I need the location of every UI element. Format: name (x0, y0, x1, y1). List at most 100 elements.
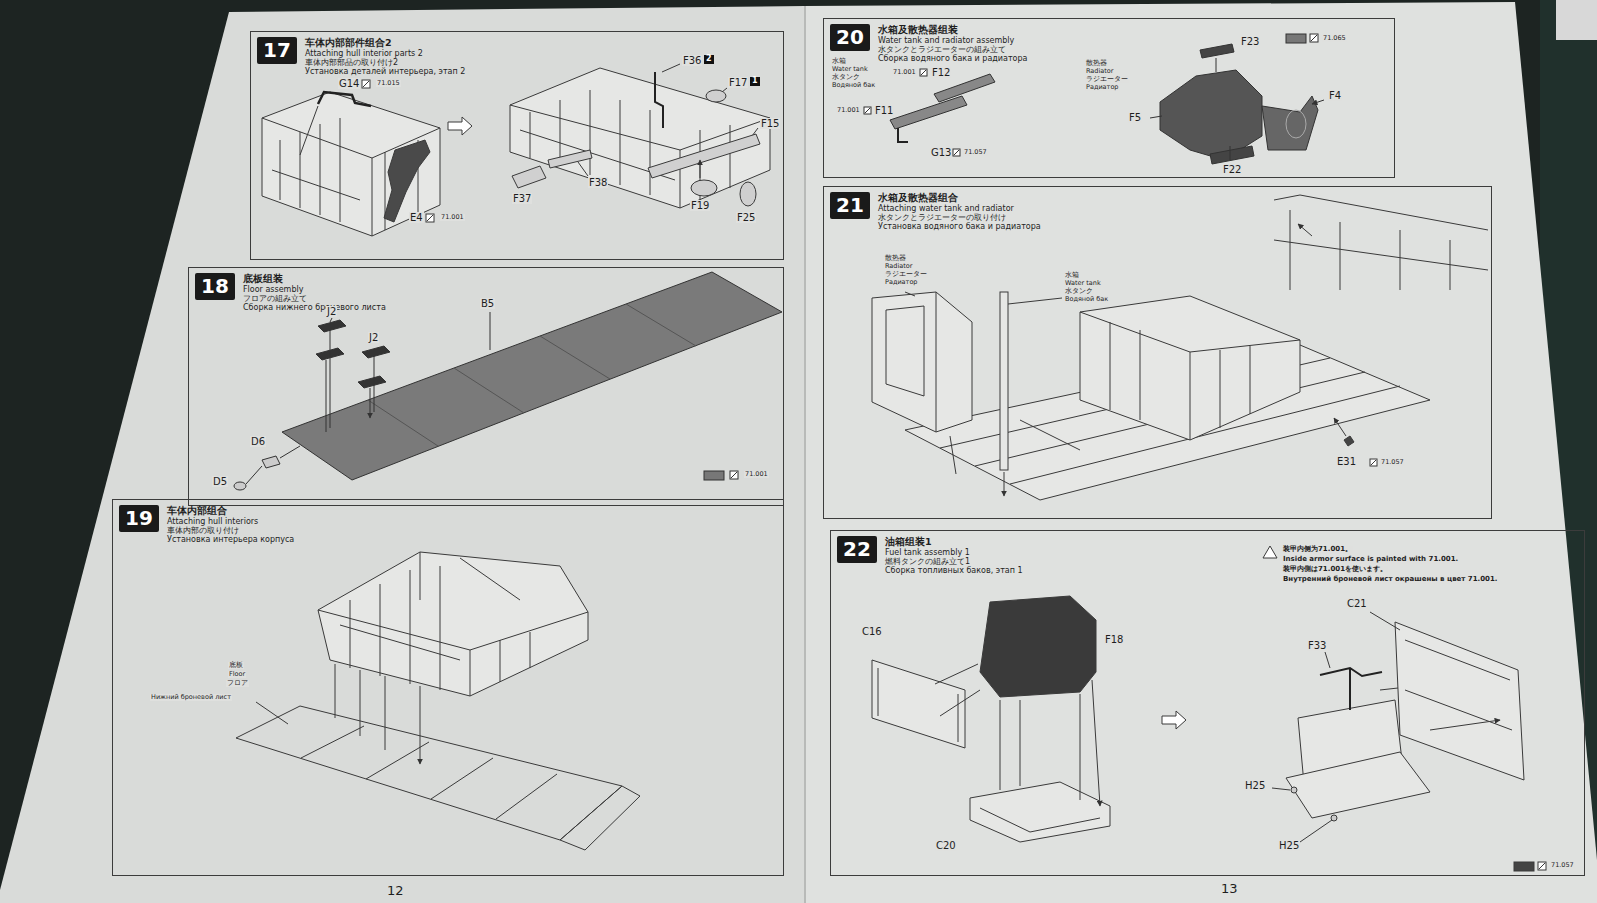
part-number: C16 (861, 626, 883, 637)
step-title-line: Water tank and radiator assembly (878, 36, 1028, 45)
step-title-line: Fuel tank assembly 1 (885, 548, 1023, 557)
part-number: F36 (682, 55, 702, 66)
part-name: Water tank (1064, 280, 1102, 287)
step-number: 19 (119, 505, 159, 532)
part-name: Radiator (884, 263, 913, 270)
count-badge: 2 (704, 55, 714, 64)
part-number: J2 (326, 306, 337, 317)
step-title-line: 水タンクとラジエーターの組み立て (878, 45, 1028, 54)
part-name: Water tank (831, 66, 869, 73)
step-title-line: Attaching hull interior parts 2 (305, 49, 465, 58)
part-number: F38 (588, 177, 608, 188)
part-number: E31 (1336, 456, 1357, 467)
step-title-line: Attaching hull interiors (167, 517, 294, 526)
part-name: Радиатор (1085, 84, 1120, 91)
part-name: 水タンク (831, 74, 861, 81)
step-title-line: Attaching water tank and radiator (878, 204, 1041, 213)
paint-code: 71.057 (963, 149, 988, 156)
part-number: G14 (338, 78, 360, 89)
part-number: F22 (1222, 164, 1242, 175)
step-title-line: 水箱及散热器组装 (878, 25, 1028, 36)
part-number: F11 (874, 105, 894, 116)
step-title: 水箱及散热器组装Water tank and radiator assembly… (878, 25, 1028, 63)
part-name: Водяной бак (1064, 296, 1109, 303)
part-number: F12 (931, 67, 951, 78)
part-number: F4 (1328, 90, 1342, 101)
part-name: 散热器 (884, 255, 907, 262)
step-number: 21 (830, 192, 870, 219)
part-name: 水箱 (831, 58, 847, 65)
step-title-line: 車体内部部品の取り付け2 (305, 58, 465, 67)
part-number: F17 (728, 77, 748, 88)
part-number: J2 (368, 332, 379, 343)
step-title-line: 水タンクとラジエーターの取り付け (878, 213, 1041, 222)
page-number: 12 (386, 884, 405, 898)
part-number: C21 (1346, 598, 1368, 609)
paint-code: 71.001 (836, 107, 861, 114)
step-title: 车体内部组合Attaching hull interiors車体内部の取り付けУ… (167, 506, 294, 544)
page-number: 13 (1220, 882, 1239, 896)
part-name: 水箱 (1064, 272, 1080, 279)
part-number: G13 (930, 147, 952, 158)
paint-code: 71.015 (376, 80, 401, 87)
part-number: F33 (1307, 640, 1327, 651)
part-number: F23 (1240, 36, 1260, 47)
note-text: 装甲内侧为71.001。 (1282, 546, 1353, 554)
part-number: F5 (1128, 112, 1142, 123)
part-number: B5 (480, 298, 495, 309)
step-number-text: 17 (263, 38, 291, 62)
step-title-line: フロアの組み立て (243, 294, 386, 303)
part-number: F18 (1104, 634, 1124, 645)
step-title-line: 車体内部の取り付け (167, 526, 294, 535)
part-name: 散热器 (1085, 60, 1108, 67)
part-number: F37 (512, 193, 532, 204)
part-name: Водяной бак (831, 82, 876, 89)
step-panel: 水箱及散热器组合Attaching water tank and radiato… (823, 186, 1492, 519)
note-text: Внутренний броневой лист окрашены в цвет… (1282, 576, 1499, 584)
part-name: フロア (226, 680, 249, 687)
step-title: 车体内部部件组合2Attaching hull interior parts 2… (305, 38, 465, 76)
step-number: 18 (195, 273, 235, 300)
step-number-text: 20 (836, 25, 864, 49)
part-name: 水タンク (1064, 288, 1094, 295)
part-number: H25 (1244, 780, 1266, 791)
step-title-line: 车体内部组合 (167, 506, 294, 517)
step-title-line: Установка водяного бака и радиатора (878, 222, 1041, 231)
step-title-line: Floor assembly (243, 285, 386, 294)
count-badge: 1 (750, 77, 760, 86)
part-number: E4 (409, 212, 424, 223)
step-panel: 车体内部组合Attaching hull interiors車体内部の取り付けУ… (112, 499, 784, 876)
step-title-line: 油箱组装1 (885, 537, 1023, 548)
step-number: 20 (830, 24, 870, 51)
paint-code: 71.057 (1380, 459, 1405, 466)
part-name: Радиатор (884, 279, 919, 286)
part-number: F15 (760, 118, 780, 129)
part-number: H25 (1278, 840, 1300, 851)
step-title-line: 车体内部部件组合2 (305, 38, 465, 49)
paint-code: 71.065 (1322, 35, 1347, 42)
note-text: 装甲内側は71.001を使います。 (1282, 566, 1388, 574)
part-number: D5 (212, 476, 228, 487)
part-name: Radiator (1085, 68, 1114, 75)
step-title-line: Сборка топливных баков, этап 1 (885, 566, 1023, 575)
step-title-line: 水箱及散热器组合 (878, 193, 1041, 204)
part-name: ラジエーター (1085, 76, 1129, 83)
paint-code: 71.057 (1550, 862, 1575, 869)
part-name: Нижний броневой лист (150, 694, 232, 701)
step-title-line: Сборка нижнего броневого листа (243, 303, 386, 312)
step-number-text: 21 (836, 193, 864, 217)
step-title: 水箱及散热器组合Attaching water tank and radiato… (878, 193, 1041, 231)
part-number: D6 (250, 436, 266, 447)
step-title-line: Установка деталей интерьера, этап 2 (305, 67, 465, 76)
part-number: C20 (935, 840, 957, 851)
step-title-line: Сборка водяного бака и радиатора (878, 54, 1028, 63)
part-name: ラジエーター (884, 271, 928, 278)
step-panel: 车体内部部件组合2Attaching hull interior parts 2… (250, 31, 784, 260)
step-number-text: 22 (843, 537, 871, 561)
paint-code: 71.001 (440, 214, 465, 221)
note-text: Inside armor surface is painted with 71.… (1282, 556, 1459, 564)
step-number: 22 (837, 536, 877, 563)
